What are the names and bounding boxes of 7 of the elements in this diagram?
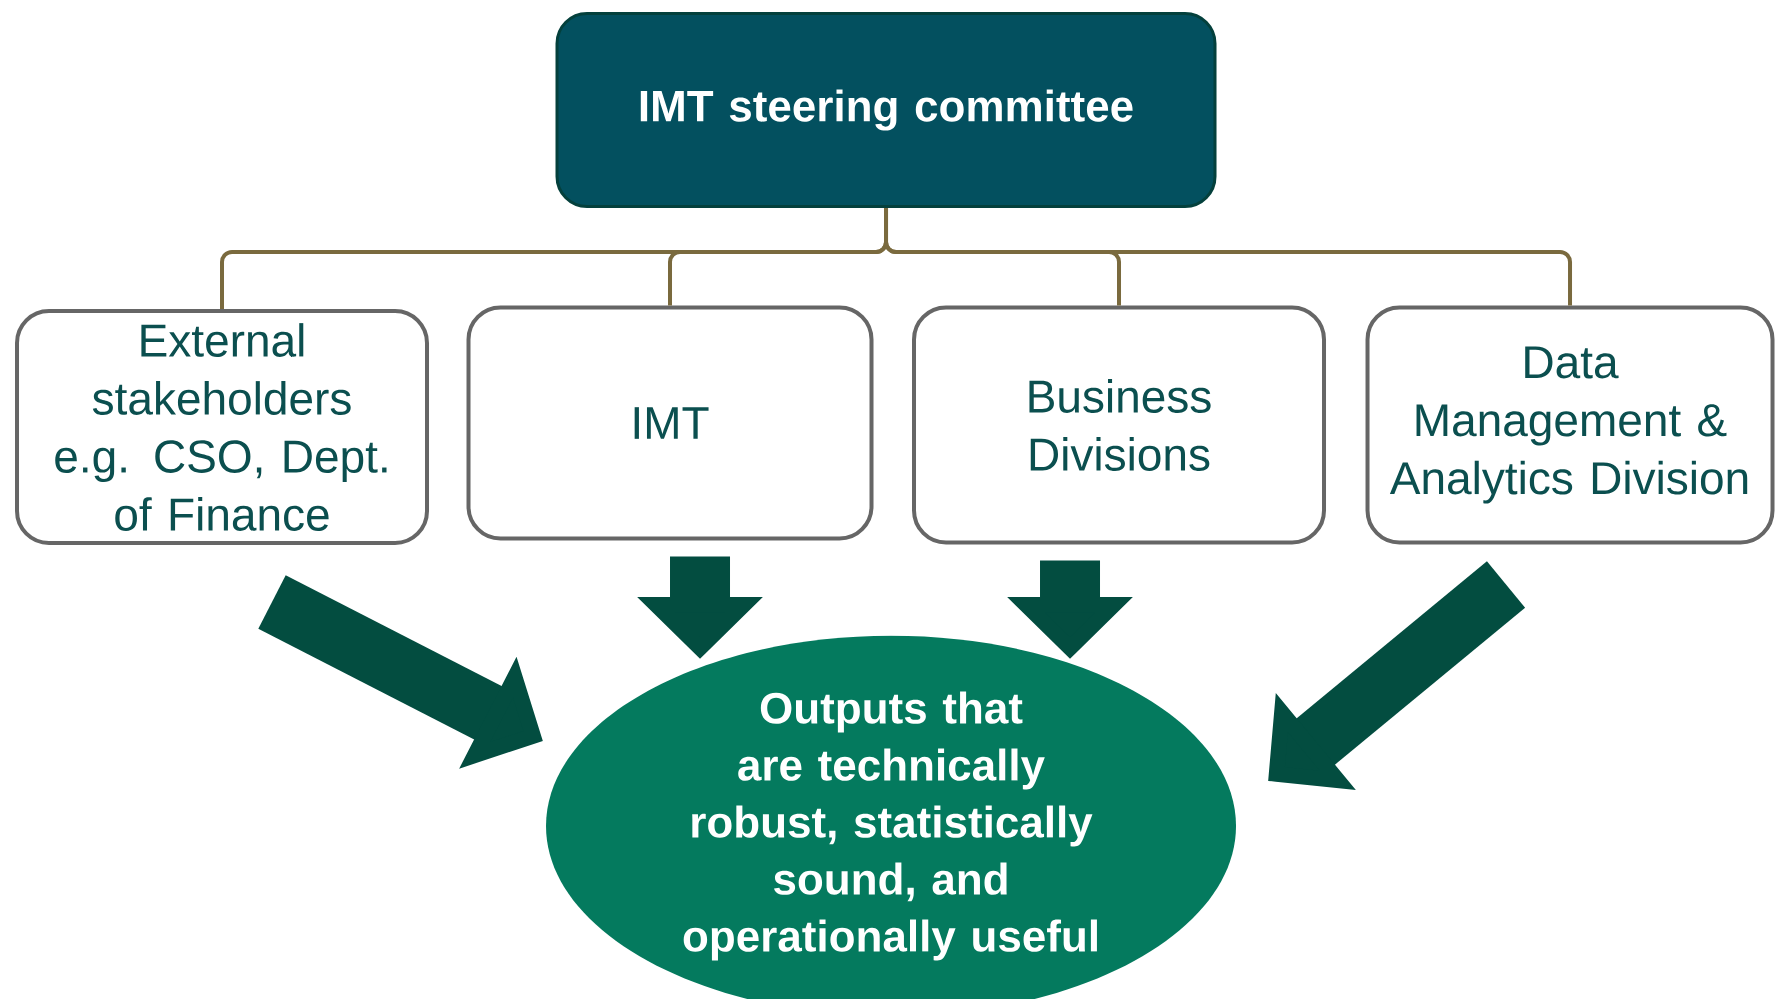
group-box: External stakeholders e.g. CSO, Dept. of Finance	[15, 309, 429, 545]
group-box: Data Management & Analytics Division	[1365, 305, 1775, 545]
group-box: Business Divisions	[912, 305, 1326, 545]
brace-connector	[884, 208, 1572, 306]
committee-box: IMT steering committee	[555, 12, 1217, 208]
group-box: IMT	[466, 305, 874, 541]
block-arrow	[1268, 561, 1526, 791]
